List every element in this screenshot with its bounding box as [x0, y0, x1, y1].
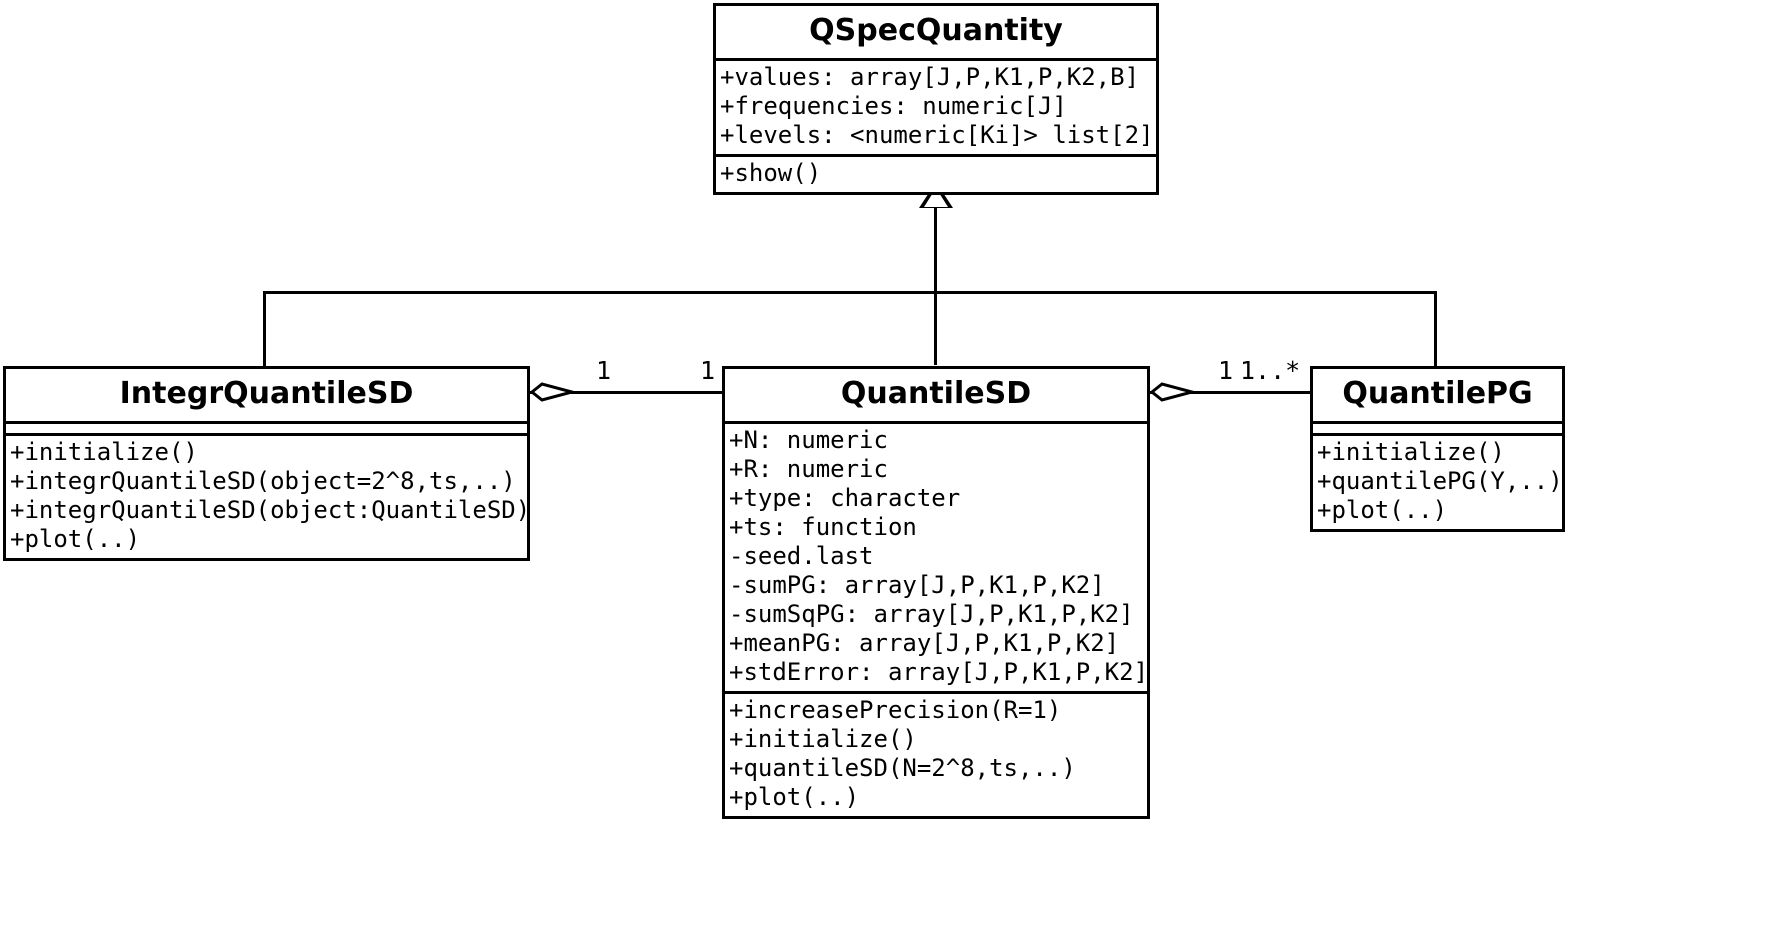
method-row: +show()	[720, 159, 822, 187]
attribute-row: +stdError: array[J,P,K1,P,K2]	[729, 658, 1149, 686]
method-row: +initialize()	[1317, 438, 1505, 466]
class-box-integrquantilesd[interactable]: IntegrQuantileSD +initialize() +integrQu…	[3, 366, 530, 561]
attribute-row: -sumSqPG: array[J,P,K1,P,K2]	[729, 600, 1134, 628]
generalization-bus	[263, 291, 1437, 294]
class-title-quantilesd: QuantileSD	[840, 376, 1032, 411]
aggregation-diamond-quantilesd-icon	[1150, 381, 1194, 403]
generalization-line-integrquantilesd	[263, 291, 266, 368]
attributes-compartment-quantilepg	[1313, 421, 1562, 433]
attribute-row: +meanPG: array[J,P,K1,P,K2]	[729, 629, 1120, 657]
method-row: +plot(..)	[1317, 496, 1448, 524]
methods-compartment-quantilesd: +increasePrecision(R=1) +initialize() +q…	[725, 691, 1147, 816]
class-title-quantilepg: QuantilePG	[1342, 376, 1533, 411]
method-row: +plot(..)	[10, 525, 141, 553]
method-row: +quantilePG(Y,..)	[1317, 467, 1563, 495]
generalization-line-quantilepg	[1434, 291, 1437, 368]
attribute-row: +ts: function	[729, 513, 917, 541]
attribute-row: +N: numeric	[729, 426, 888, 454]
method-row: +quantileSD(N=2^8,ts,..)	[729, 754, 1076, 782]
class-title-qspecquantity: QSpecQuantity	[809, 13, 1063, 48]
attributes-compartment-integrquantilesd	[6, 421, 527, 433]
class-title-integrquantilesd: IntegrQuantileSD	[119, 376, 414, 411]
attribute-row: +levels: <numeric[Ki]> list[2]	[720, 121, 1154, 149]
attribute-row: +type: character	[729, 484, 961, 512]
attribute-row: +R: numeric	[729, 455, 888, 483]
aggregation-line-quantilesd-quantilepg	[1148, 391, 1313, 394]
aggregation-diamond-integrquantilesd-icon	[530, 381, 574, 403]
attributes-compartment-qspecquantity: +values: array[J,P,K1,P,K2,B] +frequenci…	[716, 58, 1156, 154]
attribute-row: +values: array[J,P,K1,P,K2,B]	[720, 63, 1140, 91]
aggregation-line-integr-quantilesd	[528, 391, 723, 394]
methods-compartment-qspecquantity: +show()	[716, 154, 1156, 192]
methods-compartment-integrquantilesd: +initialize() +integrQuantileSD(object=2…	[6, 433, 531, 558]
attribute-row: +frequencies: numeric[J]	[720, 92, 1067, 120]
multiplicity-quantilesd-side-right: 1	[1218, 356, 1234, 385]
class-box-quantilesd[interactable]: QuantileSD +N: numeric +R: numeric +type…	[722, 366, 1150, 819]
methods-compartment-quantilepg: +initialize() +quantilePG(Y,..) +plot(..…	[1313, 433, 1563, 529]
method-row: +integrQuantileSD(object=2^8,ts,..)	[10, 467, 516, 495]
class-box-qspecquantity[interactable]: QSpecQuantity +values: array[J,P,K1,P,K2…	[713, 3, 1159, 195]
multiplicity-quantilepg-side: 1..*	[1240, 356, 1301, 385]
multiplicity-integr-side: 1	[596, 356, 612, 385]
method-row: +increasePrecision(R=1)	[729, 696, 1062, 724]
method-row: +plot(..)	[729, 783, 860, 811]
method-row: +initialize()	[729, 725, 917, 753]
attribute-row: -sumPG: array[J,P,K1,P,K2]	[729, 571, 1105, 599]
attributes-compartment-quantilesd: +N: numeric +R: numeric +type: character…	[725, 421, 1149, 691]
generalization-line-quantilesd	[934, 207, 937, 365]
method-row: +initialize()	[10, 438, 198, 466]
class-box-quantilepg[interactable]: QuantilePG +initialize() +quantilePG(Y,.…	[1310, 366, 1565, 532]
multiplicity-quantilesd-side-left: 1	[700, 356, 716, 385]
method-row: +integrQuantileSD(object:QuantileSD)	[10, 496, 531, 524]
attribute-row: -seed.last	[729, 542, 874, 570]
